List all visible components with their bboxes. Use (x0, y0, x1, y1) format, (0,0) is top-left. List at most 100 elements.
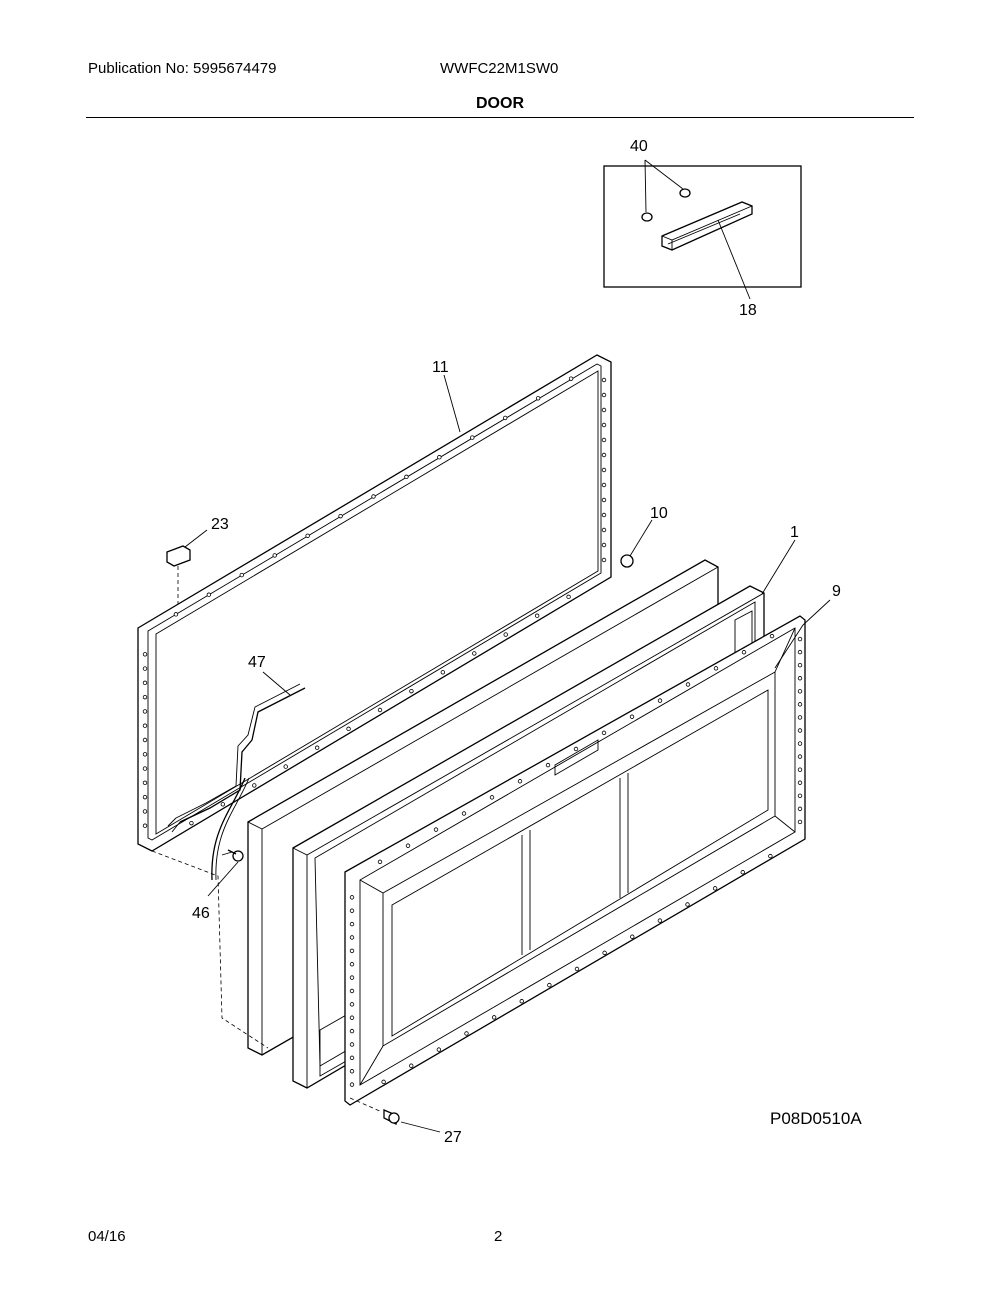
callout-47: 47 (248, 654, 266, 671)
leader-9 (802, 599, 831, 626)
screw-hole (472, 651, 477, 656)
callout-11: 11 (432, 359, 449, 376)
screw-hole (574, 966, 580, 972)
screw-hole (601, 730, 607, 736)
screw-hole (657, 918, 663, 923)
screw-hole (283, 764, 288, 769)
screw-hole (769, 633, 775, 639)
header-rule (86, 117, 914, 118)
screw-hole (405, 843, 411, 848)
screw-hole (314, 745, 320, 750)
screw-hole (797, 819, 803, 825)
screw-hole (377, 859, 383, 865)
screw-hole (547, 982, 552, 988)
footer-date: 04/16 (88, 1228, 126, 1245)
screw-hole (797, 702, 803, 707)
screw-hole (797, 728, 803, 733)
screw-hole (797, 715, 803, 720)
screw-hole (142, 809, 148, 814)
screw-hole (768, 853, 773, 859)
screw-hole (371, 494, 376, 499)
screw-hole (252, 783, 257, 788)
clip-part-23 (166, 529, 208, 604)
plug-part-10 (620, 519, 653, 568)
screw-hole (568, 376, 574, 381)
screw-hole (601, 377, 607, 383)
gasket-holes (142, 376, 607, 828)
handle-part-18 (661, 201, 753, 251)
screw-hole (437, 455, 442, 460)
screw-hole (740, 870, 745, 875)
screw-hole (142, 766, 148, 771)
panel-holes (349, 633, 803, 1087)
screw-hole (685, 902, 690, 907)
screw-hole (349, 988, 355, 994)
screw-hole (797, 649, 803, 655)
screw-hole (173, 612, 179, 617)
screw-hole (797, 689, 803, 694)
screw-hole (601, 482, 607, 488)
screw-hole (470, 435, 475, 440)
screw-hole (629, 714, 635, 719)
gasket-part-11 (137, 354, 612, 852)
inner-panel-part-9 (344, 615, 806, 1106)
screw-hole (142, 823, 148, 828)
screw-hole (630, 934, 635, 939)
callout-10: 10 (650, 505, 668, 522)
screw-hole (797, 780, 803, 785)
screw-hole (545, 762, 551, 768)
inset-box (603, 159, 802, 300)
screw-hole (142, 752, 148, 757)
screw-hole (409, 688, 414, 694)
callout-40: 40 (630, 138, 648, 155)
callout-27: 27 (444, 1129, 462, 1146)
screw-hole (601, 527, 607, 533)
section-title: DOOR (476, 95, 524, 112)
screw-hole (797, 662, 803, 668)
screw-hole (142, 737, 148, 743)
screw-hole (535, 396, 541, 401)
page-number: 2 (494, 1228, 503, 1245)
model-number: WWFC22M1SW0 (440, 60, 559, 77)
callout-23: 23 (211, 516, 229, 533)
screw-hole (601, 512, 607, 518)
screw-hole (377, 707, 383, 713)
screw-hole (349, 975, 355, 980)
screw-hole (349, 895, 355, 900)
screw-hole (142, 694, 148, 700)
callout-1: 1 (790, 524, 799, 541)
screw-hole (349, 1002, 355, 1007)
leader-1 (761, 539, 796, 595)
screw-part-46 (207, 777, 250, 897)
screw-hole (349, 908, 355, 913)
screw-hole (534, 613, 540, 618)
screw-hole (601, 407, 607, 413)
screw-hole (464, 1031, 469, 1036)
screw-hole (349, 935, 355, 940)
screw-hole (142, 709, 148, 714)
screw-hole (713, 666, 719, 671)
callout-9: 9 (832, 583, 841, 600)
screw-hole (797, 793, 803, 799)
screw-hole (601, 542, 607, 548)
screw-hole (797, 754, 803, 759)
screw-hole (685, 682, 691, 687)
screw-hole (142, 794, 148, 800)
screw-part-27 (349, 1097, 441, 1133)
screw-hole (349, 1042, 355, 1047)
screw-hole (349, 948, 355, 954)
screw-hole (573, 746, 579, 752)
screw-hole (142, 652, 148, 657)
plug-part-40 (641, 188, 691, 222)
screw-hole (797, 741, 803, 746)
screw-hole (436, 1047, 442, 1052)
screw-hole (601, 452, 607, 458)
screw-hole (797, 767, 803, 772)
screw-hole (346, 726, 351, 732)
screw-hole (349, 1055, 355, 1061)
screw-hole (503, 415, 508, 421)
screw-hole (404, 474, 409, 480)
screw-hole (239, 572, 244, 578)
screw-hole (601, 497, 607, 503)
leader-9b (774, 624, 804, 669)
